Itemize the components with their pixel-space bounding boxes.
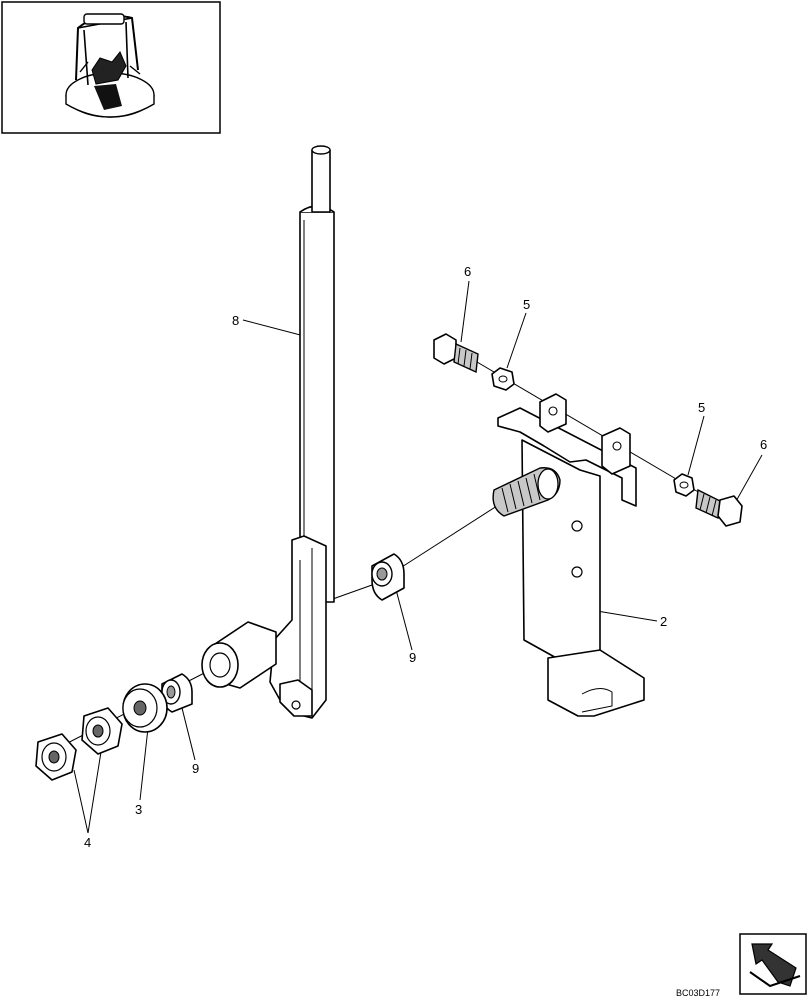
callout-nut-right: 5: [698, 400, 705, 415]
callout-bushing-lower: 9: [192, 761, 199, 776]
bracket: [497, 393, 645, 717]
bushing-lower: [161, 673, 193, 713]
bolt-upper-left: [433, 333, 479, 374]
bolt-right: [695, 488, 743, 527]
callout-lever: 8: [232, 313, 239, 328]
callout-bracket: 2: [660, 614, 667, 629]
view-direction-arrow-icon: [739, 933, 807, 995]
nut-right: [673, 473, 695, 497]
nut-rear: [35, 733, 77, 781]
washer: [122, 683, 168, 733]
nut-upper-left: [491, 367, 515, 391]
callout-nuts: 4: [84, 835, 91, 850]
callout-bushing-middle: 9: [409, 650, 416, 665]
callout-bolt-right: 6: [760, 437, 767, 452]
machine-cab-locator-icon: [1, 1, 221, 134]
lever: [201, 145, 335, 719]
figure-reference-code: BC03D177: [676, 988, 720, 998]
bushing-middle: [371, 553, 405, 601]
threaded-stud: [492, 467, 561, 517]
callout-nut-upper-left: 5: [523, 297, 530, 312]
nut-front: [81, 707, 123, 755]
callout-washer: 3: [135, 802, 142, 817]
callout-bolt-upper-left: 6: [464, 264, 471, 279]
leader-lines: [49, 280, 763, 834]
